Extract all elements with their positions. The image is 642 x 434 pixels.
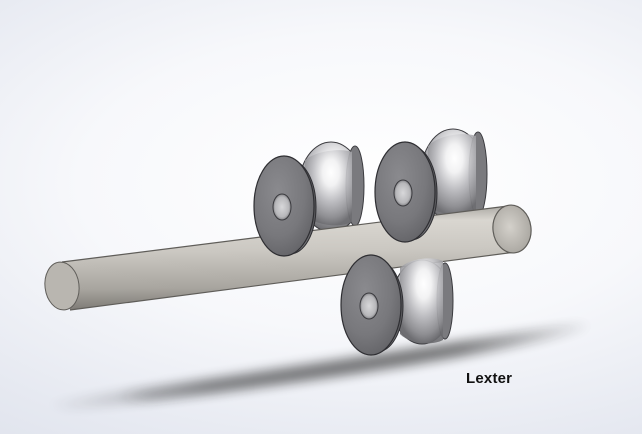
upper-left-pulley-face [253,155,317,257]
lower-pulley[interactable] [391,258,454,345]
floor-shadow [40,322,600,408]
author-label: Lexter [466,370,513,387]
upper-right-pulley-face [374,141,438,243]
lower-pulley-face [340,254,404,356]
